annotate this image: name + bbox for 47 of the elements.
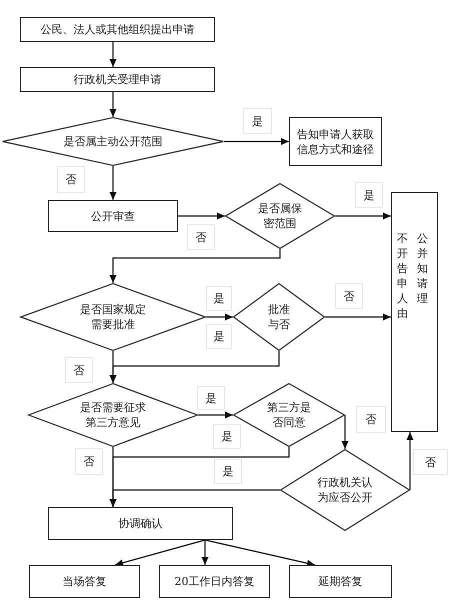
arrow [204, 539, 316, 567]
decision-diamond: 批准与否 [233, 283, 325, 351]
process-box: 公民、法人或其他组织提出申请 [20, 17, 215, 42]
edge-label: 否 [356, 406, 386, 433]
decision-diamond: 是否属保密范围 [225, 183, 335, 249]
decision-diamond: 是否国家规定需要批准 [20, 283, 206, 351]
arrow [406, 432, 414, 490]
process-box: 当场答复 [29, 565, 140, 598]
edge-label: 否 [187, 224, 215, 250]
edge-label: 是 [213, 424, 241, 449]
arrow [110, 249, 281, 283]
arrow [198, 412, 233, 418]
arrow [325, 314, 391, 320]
decision-diamond: 是否属主动公开范围 [2, 117, 224, 166]
arrow [178, 212, 225, 220]
decision-diamond: 是否需要征求第三方意见 [28, 383, 198, 447]
edge-label: 是 [206, 324, 232, 349]
process-box: 延期答复 [289, 565, 392, 598]
arrow [110, 92, 116, 117]
edge-label: 否 [335, 283, 363, 309]
decision-diamond: 第三方是否同意 [233, 383, 345, 447]
edge-label: 是 [243, 108, 272, 134]
arrow [110, 351, 116, 383]
process-box: 20工作日内答复 [159, 565, 270, 598]
process-box: 行政机关受理申请 [20, 67, 215, 92]
arrow [202, 540, 208, 565]
arrow [342, 415, 348, 449]
process-box: 公开审查 [48, 200, 178, 232]
decision-diamond: 行政机关认为应否公开 [280, 449, 410, 531]
arrow [110, 489, 280, 507]
process-box: 协调确认 [48, 507, 233, 540]
arrow [110, 166, 116, 200]
arrow [224, 138, 289, 145]
edge-label: 否 [75, 448, 103, 475]
edge-label: 是 [214, 459, 242, 484]
edge-label: 是 [197, 386, 225, 410]
edge-label: 否 [65, 357, 93, 383]
edge-label: 是 [355, 182, 383, 208]
arrow [335, 212, 391, 220]
process-box: 告知申请人获取信息方式和途径 [289, 117, 382, 166]
arrow [110, 42, 116, 67]
arrow [206, 314, 233, 320]
arrow [114, 539, 206, 566]
process-box: 不公开并告知申请人理由 [391, 192, 438, 432]
edge-label: 否 [57, 166, 85, 193]
edge-label: 否 [413, 449, 448, 475]
edge-label: 是 [206, 286, 232, 311]
